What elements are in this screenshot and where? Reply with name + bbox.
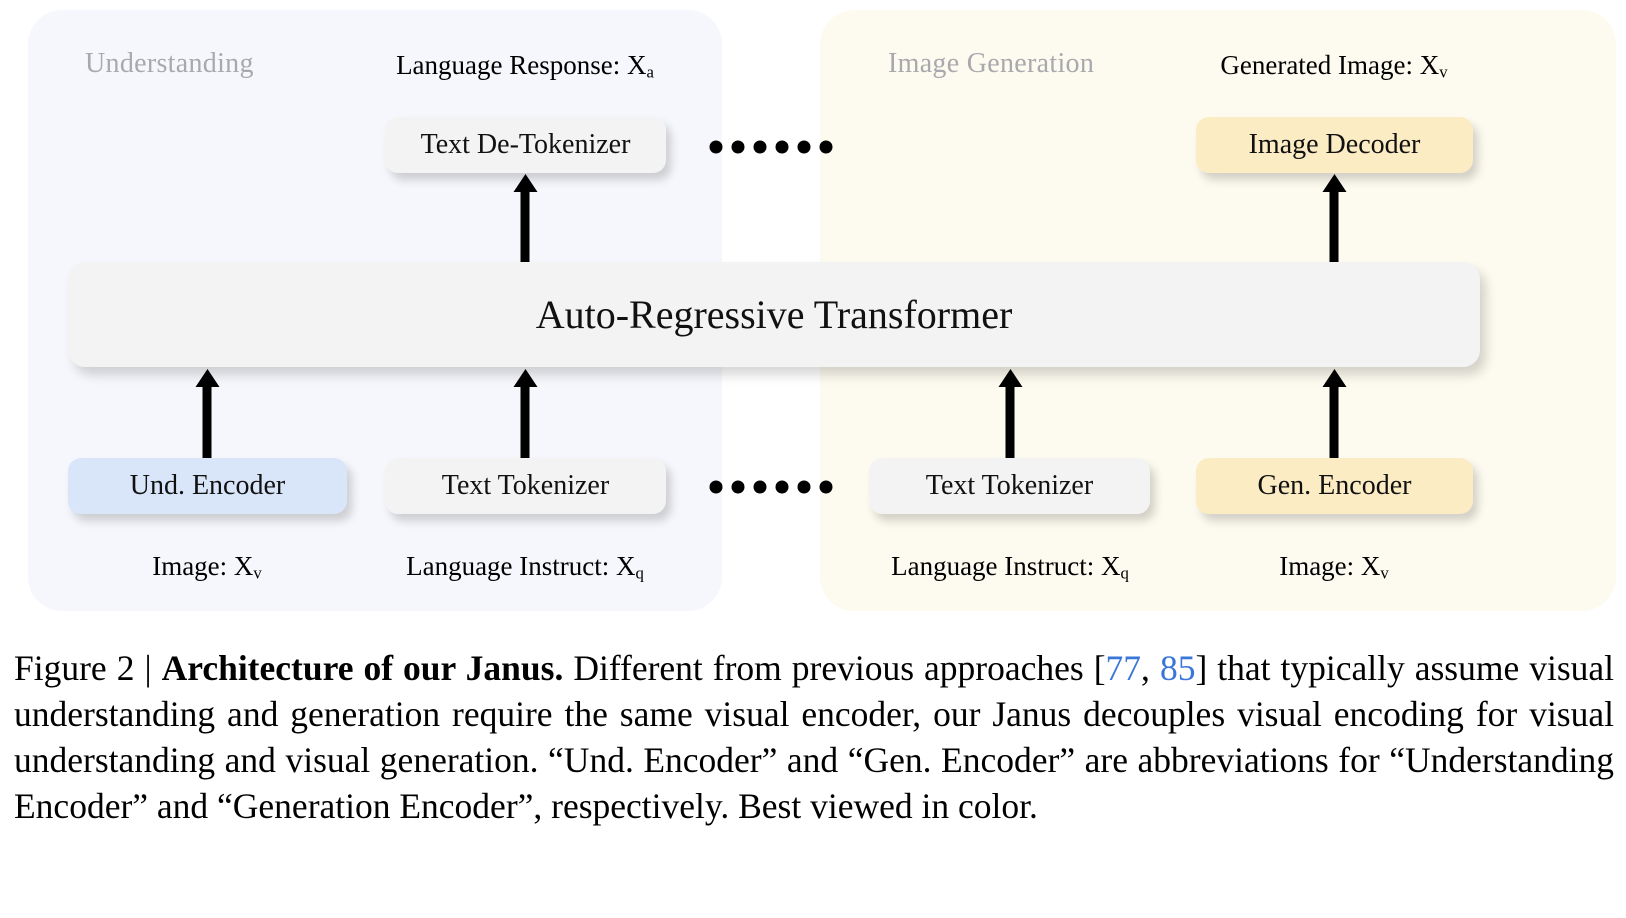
citation-link-77[interactable]: 77	[1105, 648, 1142, 688]
ellipsis-separator-top	[709, 140, 833, 154]
arrow-transformer-to-image-decoder	[1329, 190, 1339, 262]
node-und-encoder: Und. Encoder	[68, 458, 347, 514]
ellipsis-dot	[819, 480, 833, 494]
label-text: Language Response: X	[396, 50, 647, 80]
panel-title-understanding: Understanding	[85, 48, 254, 79]
label-text: Image: X	[152, 551, 254, 581]
label-text: Generated Image: X	[1220, 50, 1440, 80]
label-language-response: Language Response: Xa	[396, 50, 654, 81]
label-subscript: a	[646, 62, 654, 82]
node-text-de-tokenizer: Text De-Tokenizer	[385, 117, 666, 173]
caption-citation-separator: ,	[1141, 648, 1160, 688]
ellipsis-dot	[797, 480, 811, 494]
ellipsis-dot	[819, 140, 833, 154]
arrow-transformer-to-text-de-tokenizer	[520, 190, 530, 262]
label-image-understanding: Image: Xv	[152, 551, 262, 582]
ellipsis-dot	[753, 480, 767, 494]
ellipsis-dot	[731, 480, 745, 494]
label-subscript: v	[253, 563, 262, 583]
node-text-tokenizer-generation: Text Tokenizer	[869, 458, 1150, 514]
label-text: Language Instruct: X	[891, 551, 1121, 581]
ellipsis-dot	[753, 140, 767, 154]
label-subscript: q	[1120, 563, 1129, 583]
ellipsis-dot	[775, 480, 789, 494]
arrow-und-encoder-to-transformer	[202, 385, 212, 458]
label-text: Language Instruct: X	[406, 551, 636, 581]
label-subscript: v	[1380, 563, 1389, 583]
caption-figure-label: Figure 2 |	[14, 648, 162, 688]
node-text-tokenizer-understanding: Text Tokenizer	[385, 458, 666, 514]
label-language-instruct-generation: Language Instruct: Xq	[891, 551, 1129, 582]
arrow-gen-encoder-to-transformer	[1329, 385, 1339, 458]
ellipsis-dot	[775, 140, 789, 154]
caption-bold-title: Architecture of our Janus.	[161, 648, 564, 688]
ellipsis-dot	[709, 140, 723, 154]
ellipsis-separator-bottom	[709, 480, 833, 494]
label-generated-image: Generated Image: Xv	[1220, 50, 1447, 81]
label-image-generation: Image: Xv	[1279, 551, 1389, 582]
node-auto-regressive-transformer: Auto-Regressive Transformer	[68, 262, 1480, 367]
citation-link-85[interactable]: 85	[1159, 648, 1196, 688]
caption-part-2: ] that typically assume visual understan…	[14, 648, 1615, 827]
ellipsis-dot	[797, 140, 811, 154]
arrow-text-tokenizer-understanding-to-transformer	[520, 385, 530, 458]
label-language-instruct-understanding: Language Instruct: Xq	[406, 551, 644, 582]
arrow-text-tokenizer-generation-to-transformer	[1005, 385, 1015, 458]
panel-title-image-generation: Image Generation	[888, 48, 1095, 79]
ellipsis-dot	[731, 140, 745, 154]
node-gen-encoder: Gen. Encoder	[1196, 458, 1473, 514]
label-subscript: q	[635, 563, 644, 583]
ellipsis-dot	[709, 480, 723, 494]
label-subscript: v	[1439, 62, 1448, 82]
figure-caption: Figure 2 | Architecture of our Janus. Di…	[14, 645, 1614, 830]
caption-part-1: Different from previous approaches [	[563, 648, 1106, 688]
label-text: Image: X	[1279, 551, 1381, 581]
node-image-decoder: Image Decoder	[1196, 117, 1473, 173]
